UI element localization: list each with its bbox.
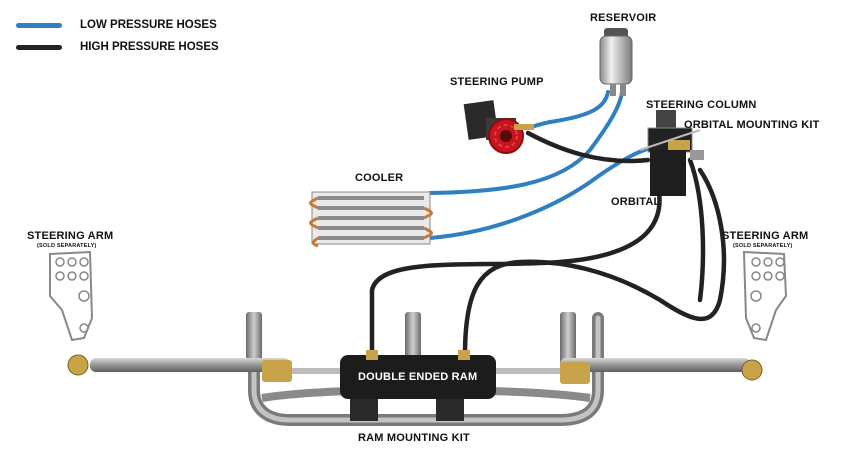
cooler <box>309 191 433 248</box>
steering-arm-right <box>742 250 788 342</box>
double-ended-ram-label: DOUBLE ENDED RAM <box>358 371 478 383</box>
steering-pump-label: STEERING PUMP <box>450 76 544 88</box>
high-pressure-hoses <box>369 130 727 358</box>
orbital-label: ORBITAL <box>611 196 661 208</box>
hose-orbital-loop <box>687 157 706 303</box>
hose-cooler-top <box>428 90 624 195</box>
steering-arm-right-note: (SOLD SEPARATELY) <box>733 243 793 249</box>
cooler-label: COOLER <box>355 172 404 184</box>
steering-arm-left-label: STEERING ARM <box>27 230 114 242</box>
double-ended-ram <box>340 350 496 421</box>
hose-cooler-bottom <box>428 143 662 240</box>
legend-low-pressure: LOW PRESSURE HOSES <box>16 19 217 31</box>
high-pressure-swatch <box>16 44 62 50</box>
steering-pump <box>463 100 534 154</box>
ram-mounting-kit-label: RAM MOUNTING KIT <box>358 432 470 444</box>
hose-reservoir-to-pump <box>526 90 610 130</box>
orbital-assembly <box>639 110 704 196</box>
hose-orbital-to-ram-right <box>462 167 727 358</box>
low-pressure-swatch <box>16 22 62 28</box>
steering-column-label: STEERING COLUMN <box>646 99 757 111</box>
steering-arm-left <box>49 250 94 342</box>
low-pressure-label: LOW PRESSURE HOSES <box>80 19 217 31</box>
orbital-mounting-kit-label: ORBITAL MOUNTING KIT <box>684 119 820 131</box>
legend-high-pressure: HIGH PRESSURE HOSES <box>16 41 219 53</box>
reservoir <box>599 28 633 96</box>
steering-arm-right-label: STEERING ARM <box>722 230 809 242</box>
hose-pump-to-orbital <box>525 130 651 164</box>
tie-rods <box>67 354 763 384</box>
low-pressure-hoses <box>428 90 662 240</box>
steering-arm-left-note: (SOLD SEPARATELY) <box>37 243 97 249</box>
reservoir-label: RESERVOIR <box>590 12 657 24</box>
high-pressure-label: HIGH PRESSURE HOSES <box>80 41 219 53</box>
